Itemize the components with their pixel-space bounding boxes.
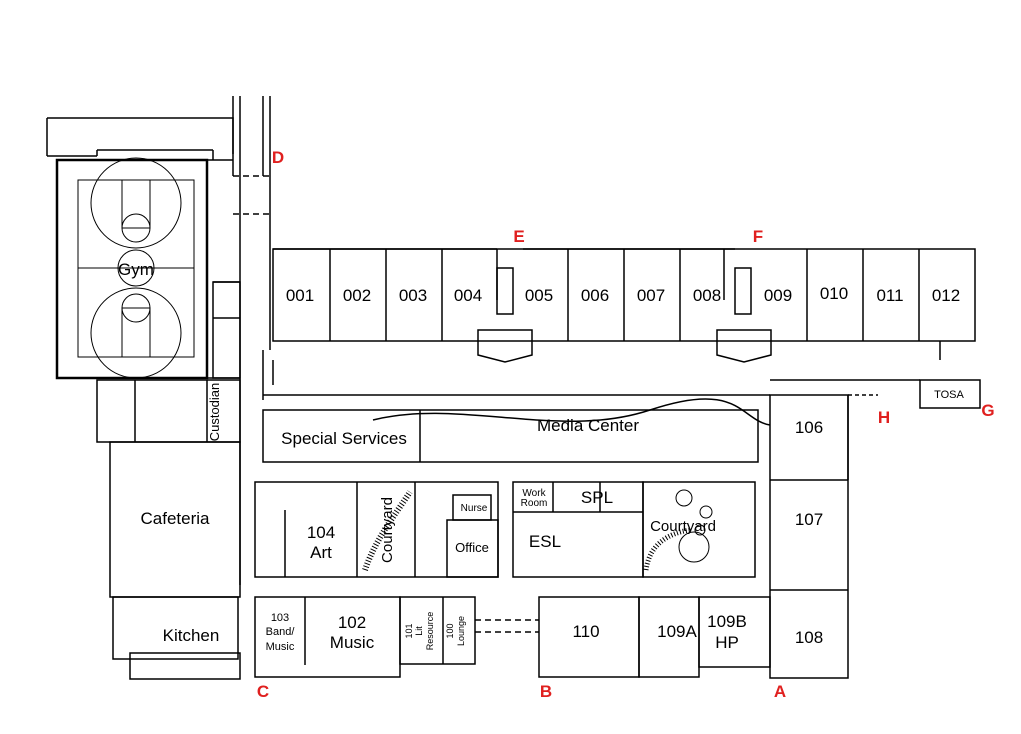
room-010: 010 [820,284,848,303]
room-media-center: Media Center [537,416,639,435]
room-104-art: Art [310,543,332,562]
walls [46,96,981,680]
room-108: 108 [795,628,823,647]
room-109b-hp: HP [715,633,739,652]
room-esl: ESL [529,532,561,551]
entrance-c: C [257,682,269,701]
room-102-number: 102 [338,613,366,632]
room-100-number: 100 [445,623,455,638]
room-courtyard-left: Courtyard [379,497,396,563]
room-work-room-line2: Room [521,498,548,509]
room-labels: Gym 001 002 003 004 005 006 007 008 009 … [118,260,964,653]
entrance-d: D [272,148,284,167]
entrance-f: F [753,227,763,246]
room-109a: 109A [657,622,697,641]
room-003: 003 [399,286,427,305]
entrance-labels: A B C D E F G H [257,148,995,701]
room-kitchen: Kitchen [163,626,220,645]
room-005: 005 [525,286,553,305]
room-spl: SPL [581,488,613,507]
room-101-line2: Resource [425,612,435,651]
entrance-h: H [878,408,890,427]
room-office: Office [455,540,489,555]
room-012: 012 [932,286,960,305]
entrance-g: G [981,401,994,420]
room-106: 106 [795,418,823,437]
room-009: 009 [764,286,792,305]
room-004: 004 [454,286,482,305]
room-001: 001 [286,286,314,305]
room-cafeteria: Cafeteria [141,509,211,528]
room-courtyard-right: Courtyard [650,518,716,535]
room-100-lounge: Lounge [456,616,466,646]
room-107: 107 [795,510,823,529]
basketball-court [77,157,195,379]
room-103-line2: Music [266,641,295,653]
room-102-music: Music [330,633,375,652]
room-custodian: Custodian [207,383,222,442]
room-nurse: Nurse [461,503,488,514]
room-109b: 109B [707,612,747,631]
room-work-room-line1: Work [522,488,546,499]
room-gym: Gym [118,260,154,279]
entrance-b: B [540,682,552,701]
room-103-number: 103 [271,612,289,624]
entrance-a: A [774,682,786,701]
room-006: 006 [581,286,609,305]
room-101-line1: Lit [414,626,424,636]
room-104-number: 104 [307,523,335,542]
room-002: 002 [343,286,371,305]
room-tosa: TOSA [934,389,964,401]
room-007: 007 [637,286,665,305]
room-special-services: Special Services [281,429,407,448]
room-110: 110 [572,622,599,641]
room-101-number: 101 [404,623,414,638]
entrance-e: E [513,227,524,246]
room-008: 008 [693,286,721,305]
room-103-line1: Band/ [266,626,296,638]
room-011: 011 [876,286,903,305]
courtyard-features [362,489,713,571]
